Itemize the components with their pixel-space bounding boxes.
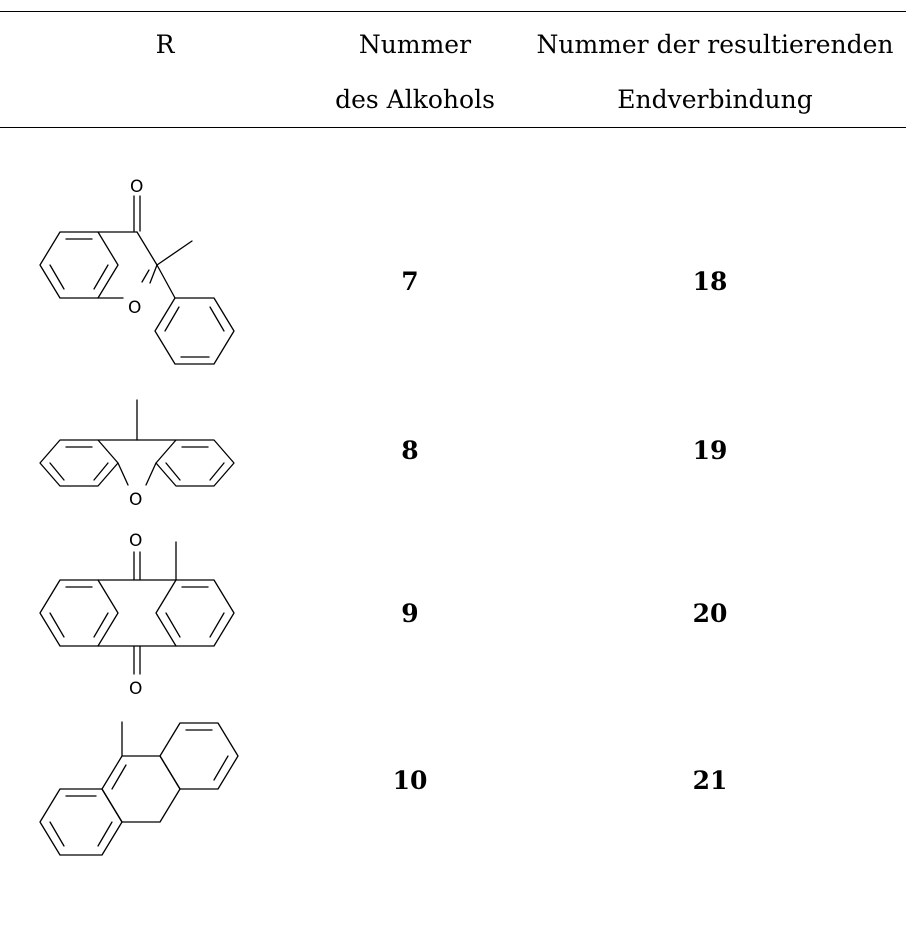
end-number: 18 <box>692 267 728 296</box>
end-number: 21 <box>692 766 728 795</box>
alcohol-number: 10 <box>392 766 428 795</box>
header-r: R <box>155 30 175 59</box>
alcohol-number: 8 <box>401 436 419 465</box>
atom-label: O <box>130 177 143 197</box>
top-rule <box>0 11 906 12</box>
header-alcohol-line1: Nummer <box>358 30 472 59</box>
atom-label: O <box>129 679 142 699</box>
end-number: 19 <box>692 436 728 465</box>
alcohol-number: 7 <box>401 267 419 296</box>
header-rule <box>0 127 906 128</box>
structure-flavone: O O <box>39 177 235 365</box>
structure-phenanthrene <box>39 721 239 856</box>
header-alcohol-line2: des Alkohols <box>335 85 495 114</box>
atom-label: O <box>128 298 141 318</box>
atom-label: O <box>129 531 142 551</box>
atom-label: O <box>129 490 142 510</box>
alcohol-number: 9 <box>401 599 419 628</box>
structure-anthraquinone: O O <box>39 531 235 699</box>
structure-xanthene: O <box>39 399 235 510</box>
end-number: 20 <box>692 599 728 628</box>
header-end-line2: Endverbindung <box>617 85 813 114</box>
header-end-line1: Nummer der resultierenden <box>536 30 894 59</box>
